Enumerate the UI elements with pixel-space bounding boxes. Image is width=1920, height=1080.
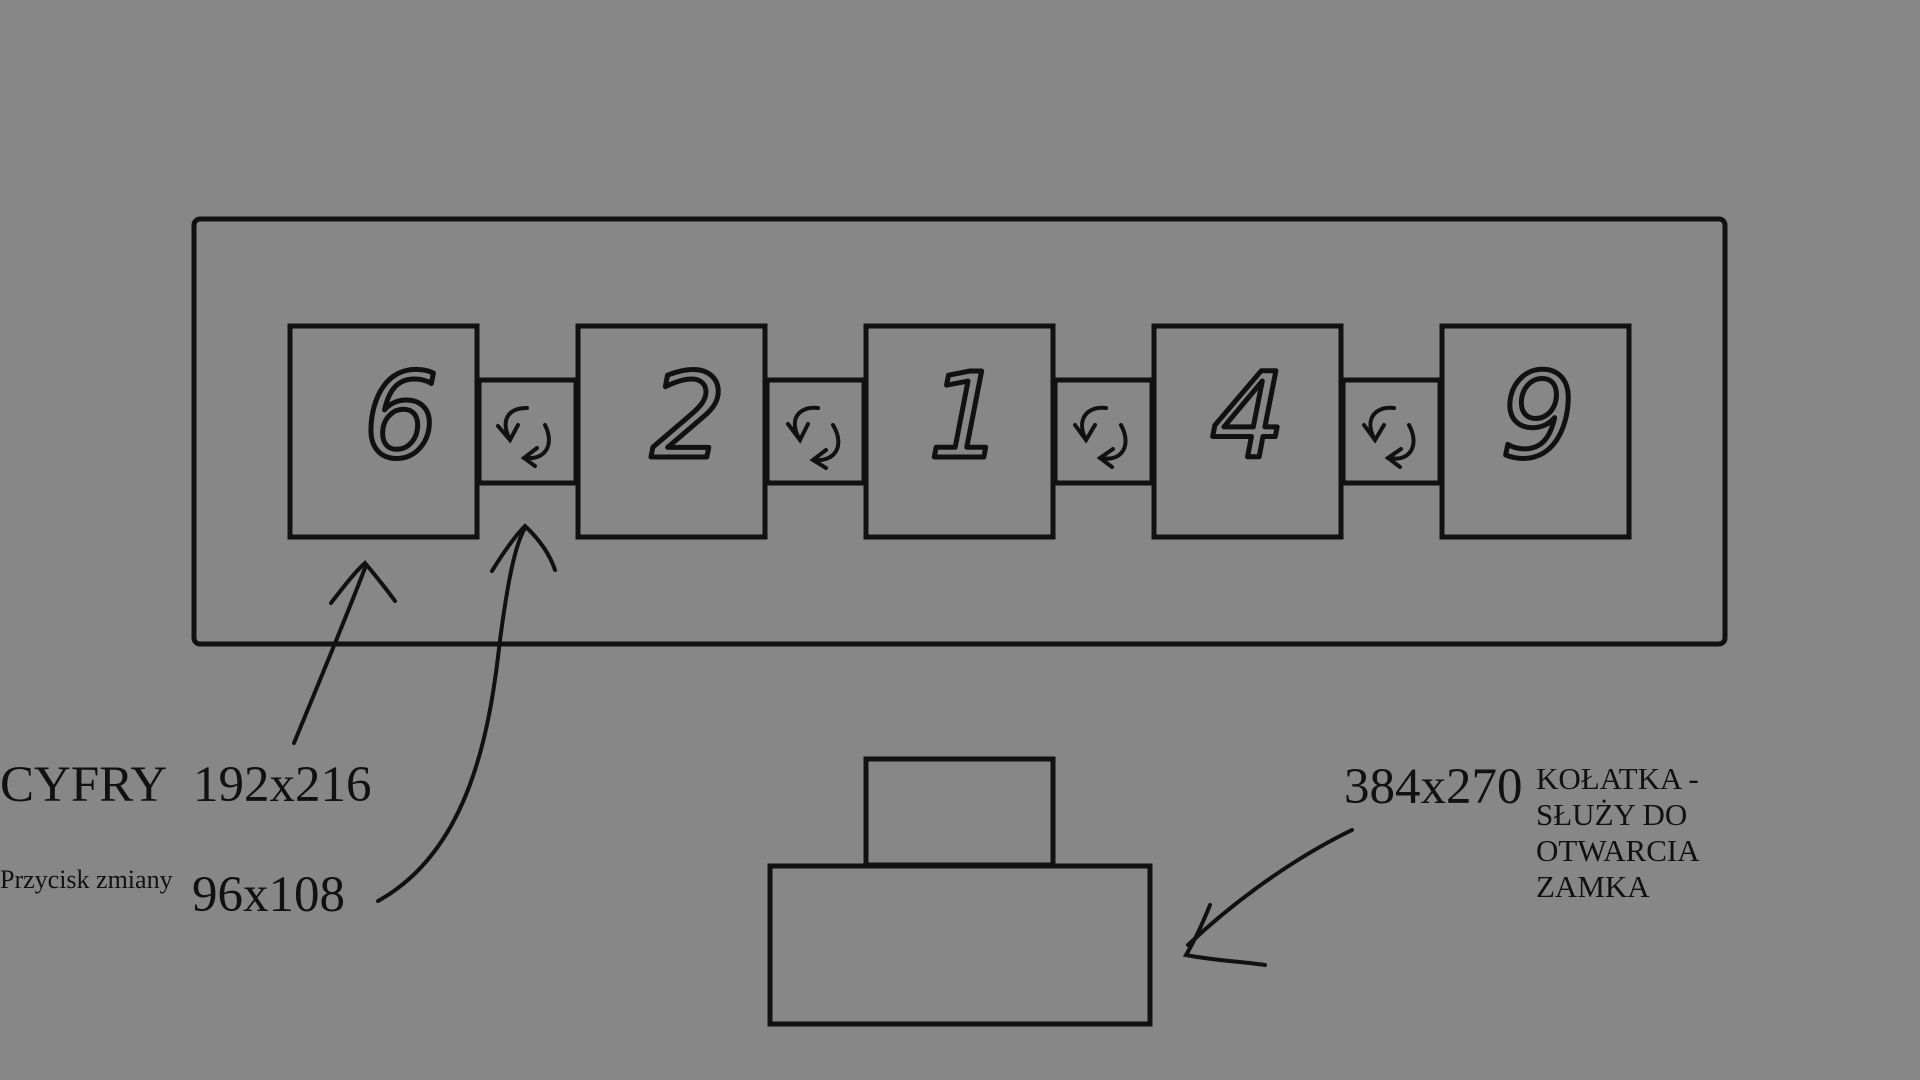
lock-panel — [191, 216, 1728, 647]
knocker-handle — [863, 756, 1056, 868]
curved-arrow-icon — [1182, 828, 1354, 967]
switch-button-3[interactable] — [1052, 377, 1155, 486]
digit-box-2[interactable]: 2 — [575, 323, 768, 540]
curved-arrow-icon — [292, 560, 397, 745]
digit-box-5[interactable]: 9 — [1439, 323, 1632, 540]
digit-3: 1 — [928, 347, 1003, 485]
switch-button-label: Przycisk zmiany — [0, 865, 173, 894]
switch-button-2[interactable] — [764, 377, 867, 486]
switch-button-size-label: 96x108 — [192, 867, 345, 923]
switch-button-4[interactable] — [1340, 377, 1443, 486]
digits-label: CYFRY — [0, 757, 168, 813]
digit-box-1[interactable]: 6 — [287, 323, 480, 540]
digit-2: 2 — [650, 347, 725, 485]
rotate-arrows-icon — [1362, 405, 1416, 469]
digit-4: 4 — [1210, 347, 1285, 485]
rotate-arrows-icon — [496, 406, 551, 468]
knocker-size-label: 384x270 — [1344, 759, 1523, 815]
digit-5: 9 — [1500, 347, 1575, 485]
rotate-arrows-icon — [1073, 405, 1128, 469]
rotate-arrows-icon — [786, 405, 841, 470]
digit-1: 6 — [363, 347, 438, 485]
digits-size-label: 192x216 — [193, 757, 372, 813]
curved-arrow-icon — [376, 523, 557, 903]
digit-box-3[interactable]: 1 — [863, 323, 1056, 540]
knocker-description: KOŁATKA - SŁUŻY DO OTWARCIA ZAMKA — [1536, 761, 1699, 904]
digit-box-4[interactable]: 4 — [1151, 323, 1344, 540]
knocker[interactable] — [767, 756, 1153, 1027]
knocker-base — [767, 863, 1153, 1027]
switch-button-1[interactable] — [476, 377, 579, 486]
